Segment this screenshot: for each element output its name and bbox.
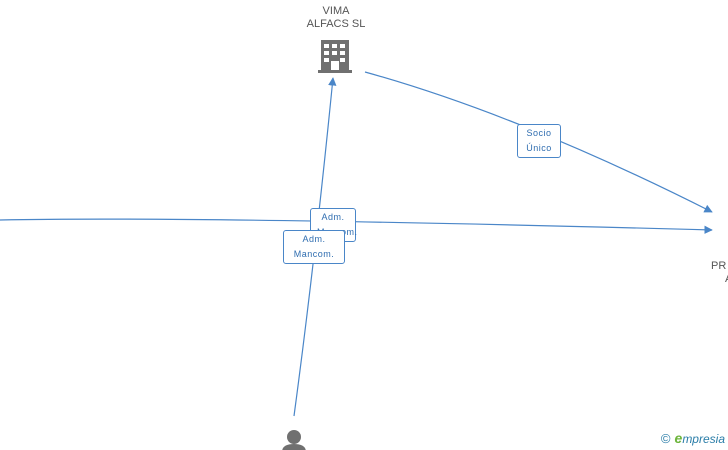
person-icon[interactable] [282,430,306,450]
company-top-name-line2: ALFACS SL [306,18,366,30]
edge-label-adm-mancom-bottom[interactable]: Adm. Mancom. [283,230,345,264]
building-icon[interactable] [318,40,352,73]
edge-left-to-right-company [0,218,713,234]
edge-label-adm-top-line1: Adm. [321,212,345,222]
brand-name: mpresia [682,432,725,446]
company-top-name-line1: VIMA [322,5,350,17]
company-right-name-line1: PR [711,260,727,272]
copyright-symbol: © [660,431,671,446]
brand-initial: e [674,430,683,446]
edge-label-adm-bottom-line2: Mancom. [293,249,335,259]
empresia-watermark: ©empresia [661,430,725,446]
company-right-name-line2: A [711,273,728,285]
edge-label-socio-unico-line1: Socio [526,128,552,138]
company-top-label[interactable]: VIMA ALFACS SL [296,5,376,31]
edge-label-socio-unico[interactable]: Socio Único [517,124,561,158]
edge-label-adm-bottom-line1: Adm. [302,234,326,244]
company-right-label[interactable]: PR A [711,260,728,286]
edge-label-socio-unico-line2: Único [526,143,552,153]
